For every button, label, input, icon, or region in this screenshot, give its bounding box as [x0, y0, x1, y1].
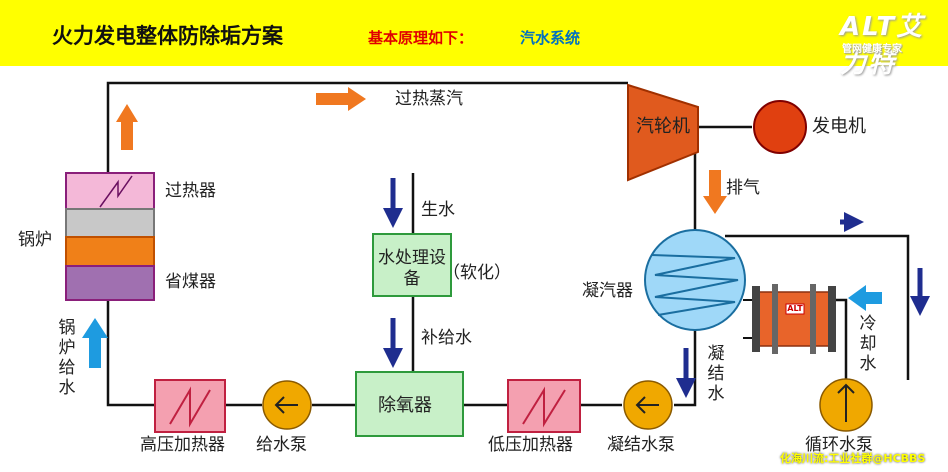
device-label: ALT [787, 304, 803, 313]
arrow-exhaust-down [703, 170, 727, 214]
arrow-feedwater-up [82, 318, 108, 368]
label-boiler-feedwater: 锅炉给水 [58, 318, 76, 398]
title-banner: 火力发电整体防除垢方案 基本原理如下： 汽水系统 ALT艾力特 管网健康专家 [0, 0, 948, 79]
arrow-steam-right [316, 87, 366, 111]
label-condenser: 凝汽器 [582, 281, 633, 301]
label-deaerator: 除氧器 [378, 395, 432, 416]
label-water-treatment: 水处理设备 [378, 248, 446, 289]
water-treatment-box [372, 233, 452, 297]
label-generator: 发电机 [812, 116, 866, 137]
generator-body [753, 100, 807, 154]
logo-main-text: ALT艾力特 [840, 12, 925, 79]
circulation-pump-icon [819, 378, 873, 432]
arrow-steam-up [116, 104, 138, 150]
system-name: 汽水系统 [520, 29, 581, 47]
turbine-body [627, 83, 699, 182]
boiler-furnace-block [65, 236, 155, 267]
lp-heater [507, 379, 581, 433]
label-economizer: 省煤器 [165, 272, 216, 292]
pipe-condensate [674, 318, 697, 407]
boiler [65, 172, 155, 301]
label-lp-heater: 低压加热器 [488, 435, 573, 455]
label-makeup-water: 补给水 [421, 328, 472, 348]
economizer-block [65, 265, 155, 301]
hp-heater [154, 379, 226, 433]
label-superheater: 过热器 [165, 181, 216, 201]
label-condensate-pump: 凝结水泵 [607, 435, 675, 455]
label-superheated-steam: 过热蒸汽 [395, 89, 463, 109]
page-title: 火力发电整体防除垢方案 [52, 24, 283, 48]
pipe-cooling-out [725, 234, 910, 380]
pipe-steam-top [106, 81, 628, 173]
label-exhaust: 排气 [726, 178, 760, 198]
label-boiler: 锅炉 [18, 230, 52, 250]
blue-arrows [82, 285, 882, 368]
label-raw-water: 生水 [421, 200, 455, 220]
navy-arrows [383, 178, 930, 398]
anti-scale-device [743, 284, 836, 354]
arrow-cooling-in [848, 285, 882, 311]
watermark: 化海川流:工业社群@HCBBS [780, 452, 926, 465]
condenser-icon [644, 229, 746, 331]
superheater-block [65, 172, 155, 210]
deaerator-box [355, 371, 464, 437]
subtitle: 基本原理如下： [368, 29, 474, 47]
orange-arrows [116, 87, 727, 214]
label-circulation-pump: 循环水泵 [805, 435, 873, 455]
label-softening: （软化） [443, 263, 511, 283]
superheater-zigzag [99, 175, 133, 208]
label-hp-heater: 高压加热器 [140, 435, 225, 455]
label-condensate: 凝结水 [707, 344, 725, 404]
logo-sub-text: 管网健康专家 [842, 44, 902, 55]
feed-pump-icon [262, 380, 312, 430]
pipe-boiler-feed [106, 300, 155, 407]
label-feed-pump: 给水泵 [256, 435, 307, 455]
brand-logo: ALT艾力特 管网健康专家 [832, 6, 928, 79]
boiler-middle-block [65, 208, 155, 238]
condensate-pump-icon [623, 380, 673, 430]
label-turbine: 汽轮机 [636, 116, 690, 137]
label-cooling-water: 冷却水 [859, 314, 877, 374]
